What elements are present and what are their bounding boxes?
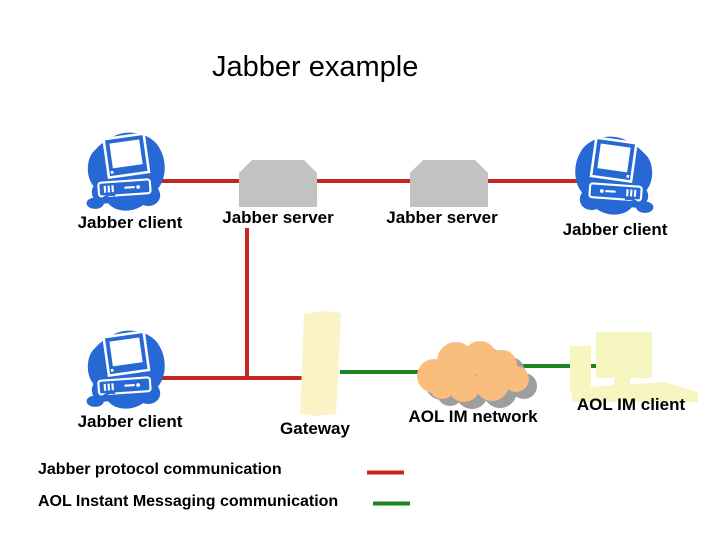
server-shape-left	[239, 160, 317, 207]
label-jabber-server-right: Jabber server	[386, 208, 498, 227]
label-jabber-client-bottom: Jabber client	[77, 412, 183, 431]
cloud-body	[417, 341, 529, 402]
computer-icon-jabber-client-top-left	[84, 130, 170, 212]
server-polygon	[239, 160, 317, 207]
legend-label-aol-messaging: AOL Instant Messaging communication	[38, 493, 339, 510]
label-jabber-server-left: Jabber server	[222, 208, 334, 227]
server-polygon	[410, 160, 488, 207]
label-jabber-client-top-right: Jabber client	[562, 220, 668, 239]
gateway-polygon	[300, 311, 341, 416]
server-shape-right	[410, 160, 488, 207]
aol-client-silhouette	[570, 332, 698, 402]
cloud-shape-aol-network	[417, 341, 537, 409]
label-aol-im-client: AOL IM client	[576, 395, 686, 414]
label-gateway: Gateway	[280, 419, 350, 438]
gateway-shape	[300, 311, 341, 416]
slide-title: Jabber example	[212, 51, 419, 83]
label-jabber-client-top-left: Jabber client	[77, 213, 183, 232]
computer-icon-jabber-client-bottom	[84, 328, 170, 410]
legend-swatch-aol-green	[373, 501, 410, 506]
label-aol-im-network: AOL IM network	[408, 407, 538, 426]
legend-label-jabber-protocol: Jabber protocol communication	[38, 461, 282, 478]
legend-swatch-jabber-red	[367, 470, 404, 475]
aol-client-shape	[570, 332, 698, 402]
computer-icon-jabber-client-top-right	[570, 134, 656, 216]
